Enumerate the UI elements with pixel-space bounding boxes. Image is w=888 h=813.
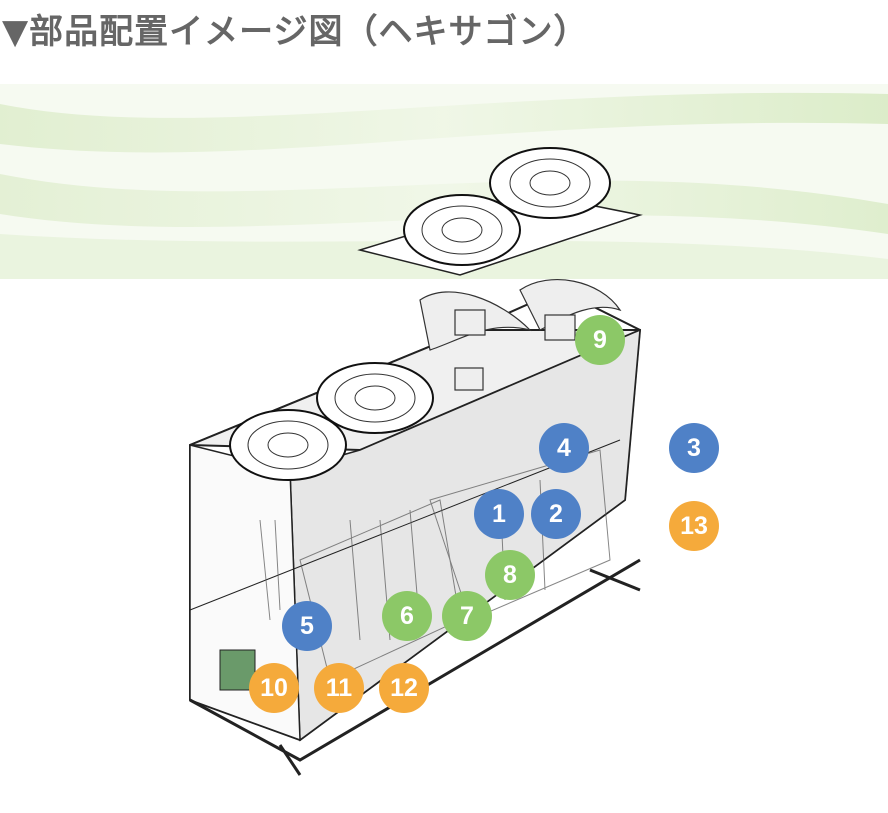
- part-number-badge-4[interactable]: 4: [539, 423, 589, 473]
- part-number-badge-12[interactable]: 12: [379, 663, 429, 713]
- part-number-badge-9[interactable]: 9: [575, 315, 625, 365]
- part-number-badge-3[interactable]: 3: [669, 423, 719, 473]
- part-number-badge-2[interactable]: 2: [531, 489, 581, 539]
- part-number-badge-13[interactable]: 13: [669, 501, 719, 551]
- part-number-badge-8[interactable]: 8: [485, 550, 535, 600]
- part-number-badge-1[interactable]: 1: [474, 489, 524, 539]
- part-number-badge-6[interactable]: 6: [382, 591, 432, 641]
- part-number-badge-7[interactable]: 7: [442, 591, 492, 641]
- green-wave-background: [0, 84, 888, 279]
- part-number-badge-10[interactable]: 10: [249, 663, 299, 713]
- part-number-badge-5[interactable]: 5: [282, 601, 332, 651]
- part-number-badge-11[interactable]: 11: [314, 663, 364, 713]
- page-title: ▼部品配置イメージ図（ヘキサゴン）: [2, 12, 589, 52]
